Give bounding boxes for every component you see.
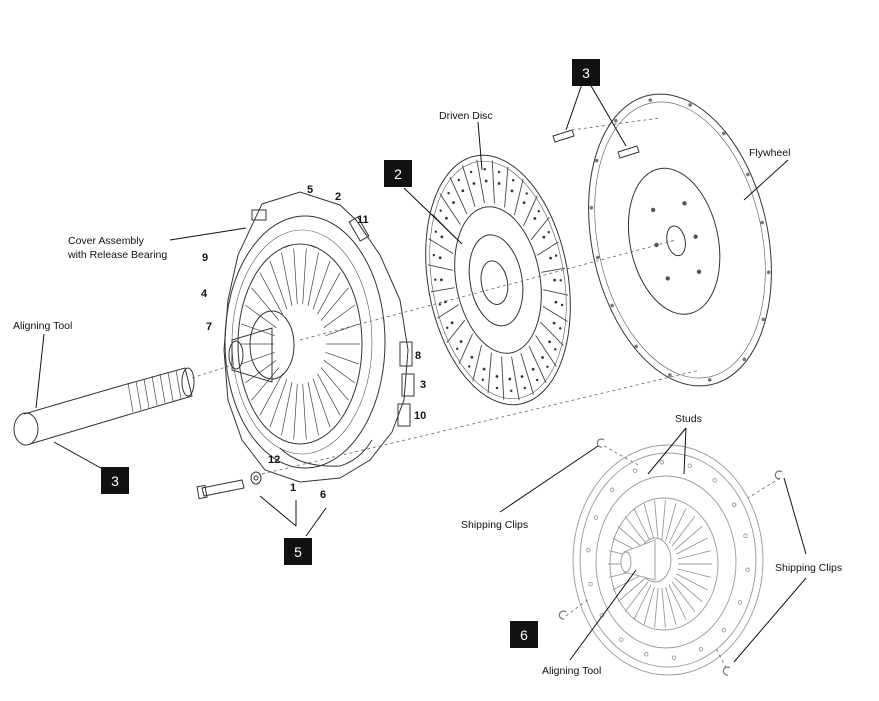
shipping-clip-dashes <box>565 445 781 669</box>
callout-number: 3 <box>582 65 590 81</box>
shipping-clips <box>558 438 783 676</box>
flywheel-bolt-holes <box>650 201 702 281</box>
shipping-clips-label-right: Shipping Clips <box>775 562 842 574</box>
part-number: 1 <box>290 482 296 494</box>
diaphragm-spring-fingers <box>240 248 360 440</box>
installed-assembly <box>572 444 764 676</box>
driven-disc <box>425 154 571 406</box>
bolt-and-washer <box>196 471 262 500</box>
friction-rivets <box>432 168 564 392</box>
cover-assembly <box>223 191 415 483</box>
callout-number: 3 <box>111 473 119 489</box>
cover-assembly-label-line2: with Release Bearing <box>67 249 167 261</box>
callout-number: 5 <box>294 544 302 560</box>
callout-number: 6 <box>520 627 528 643</box>
text-labels: Driven Disc Flywheel Cover Assembly with… <box>13 110 842 677</box>
callout-box: 6 <box>510 621 538 648</box>
cover-lugs <box>251 209 415 427</box>
part-number: 3 <box>420 379 426 391</box>
spline-ridges <box>127 369 182 413</box>
part-number: 5 <box>307 184 313 196</box>
cover-assembly-label: Cover Assembly <box>68 235 145 247</box>
aligning-tool-left <box>13 367 195 446</box>
studs-label: Studs <box>675 413 702 425</box>
centerline-dashes <box>191 117 701 475</box>
aligning-tool-label-bottom: Aligning Tool <box>542 665 601 677</box>
leader-lines <box>35 83 807 663</box>
driven-disc-label: Driven Disc <box>439 110 493 122</box>
flywheel <box>588 93 772 387</box>
part-number: 8 <box>415 350 421 362</box>
friction-segments <box>427 159 569 401</box>
callout-box: 3 <box>101 467 129 494</box>
part-number: 6 <box>320 489 326 501</box>
part-number: 7 <box>206 321 212 333</box>
part-number: 10 <box>414 410 426 422</box>
aligning-tool-label-left: Aligning Tool <box>13 320 72 332</box>
callout-box: 3 <box>572 59 600 86</box>
dowel-pins <box>552 129 640 159</box>
flywheel-rim-holes <box>589 98 771 382</box>
part-number: 12 <box>268 454 280 466</box>
callout-box: 5 <box>284 538 312 565</box>
flywheel-label: Flywheel <box>749 147 790 159</box>
part-numbers: 5 2 11 9 4 7 8 3 10 12 1 6 <box>201 184 426 501</box>
part-number: 2 <box>335 191 341 203</box>
callout-number: 2 <box>394 166 402 182</box>
callout-box: 2 <box>384 160 412 187</box>
part-number: 9 <box>202 252 208 264</box>
shipping-clips-label-left: Shipping Clips <box>461 519 528 531</box>
part-number: 4 <box>201 288 208 300</box>
part-number: 11 <box>357 214 369 226</box>
